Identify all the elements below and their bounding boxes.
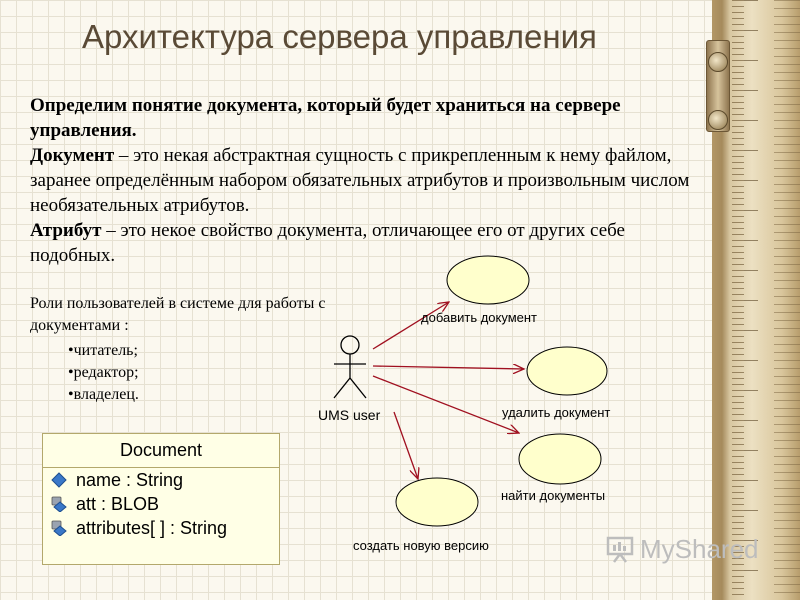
document-definition: – это некая абстрактная сущность с прикр… bbox=[30, 145, 690, 216]
public-attribute-icon bbox=[51, 472, 67, 488]
attribute-text: attributes[ ] : String bbox=[76, 518, 228, 538]
use-case-label: создать новую версию bbox=[353, 538, 489, 553]
use-case-ellipse bbox=[518, 433, 602, 485]
protected-attribute-icon bbox=[51, 496, 67, 512]
slide-title: Архитектура сервера управления bbox=[82, 18, 597, 55]
attribute-definition: – это некое свойство документа, отличающ… bbox=[30, 220, 625, 266]
class-attribute: name : String bbox=[43, 468, 279, 492]
use-case-label: удалить документ bbox=[502, 405, 610, 420]
watermark: MyShared bbox=[606, 534, 759, 565]
presentation-board-icon bbox=[606, 536, 634, 563]
roles-list: читатель; редактор; владелец. bbox=[68, 340, 410, 406]
arrow-add bbox=[372, 302, 449, 350]
ruler-ticks-right bbox=[774, 0, 800, 600]
actor-icon bbox=[333, 335, 367, 399]
use-case-ellipse bbox=[395, 477, 479, 527]
ruler-decoration bbox=[712, 0, 800, 600]
roles-block: Роли пользователей в системе для работы … bbox=[30, 293, 410, 406]
actor-label: UMS user bbox=[318, 407, 381, 423]
arrow-version bbox=[393, 411, 418, 479]
role-item: владелец. bbox=[68, 384, 410, 406]
class-attribute: attributes[ ] : String bbox=[43, 516, 279, 540]
document-class-box: Document name : String att : BLOB attrib… bbox=[42, 433, 280, 565]
association-arrows bbox=[372, 302, 524, 479]
use-case-label: добавить документ bbox=[421, 310, 537, 325]
protected-attribute-icon bbox=[51, 520, 67, 536]
bolt-icon bbox=[708, 110, 728, 130]
arrow-delete bbox=[372, 366, 524, 369]
arrow-find bbox=[372, 375, 519, 433]
use-case-ellipse bbox=[446, 255, 530, 305]
use-case-label: найти документы bbox=[501, 488, 605, 503]
roles-heading: Роли пользователей в системе для работы … bbox=[30, 295, 326, 334]
intro-line1: Определим понятие документа, который буд… bbox=[30, 95, 621, 141]
document-term: Документ bbox=[30, 145, 115, 166]
class-name: Document bbox=[43, 434, 279, 468]
use-case-diagram: UMS user добавить документ удалить докум… bbox=[318, 255, 610, 553]
intro-text: Определим понятие документа, который буд… bbox=[30, 93, 690, 268]
watermark-text: MyShared bbox=[640, 534, 759, 564]
role-item: читатель; bbox=[68, 340, 410, 362]
role-item: редактор; bbox=[68, 362, 410, 384]
bolt-icon bbox=[708, 52, 728, 72]
use-case-ellipse bbox=[526, 346, 608, 396]
attribute-term: Атрибут bbox=[30, 220, 102, 241]
attribute-text: att : BLOB bbox=[76, 494, 160, 514]
class-attribute: att : BLOB bbox=[43, 492, 279, 516]
attribute-text: name : String bbox=[76, 470, 184, 490]
